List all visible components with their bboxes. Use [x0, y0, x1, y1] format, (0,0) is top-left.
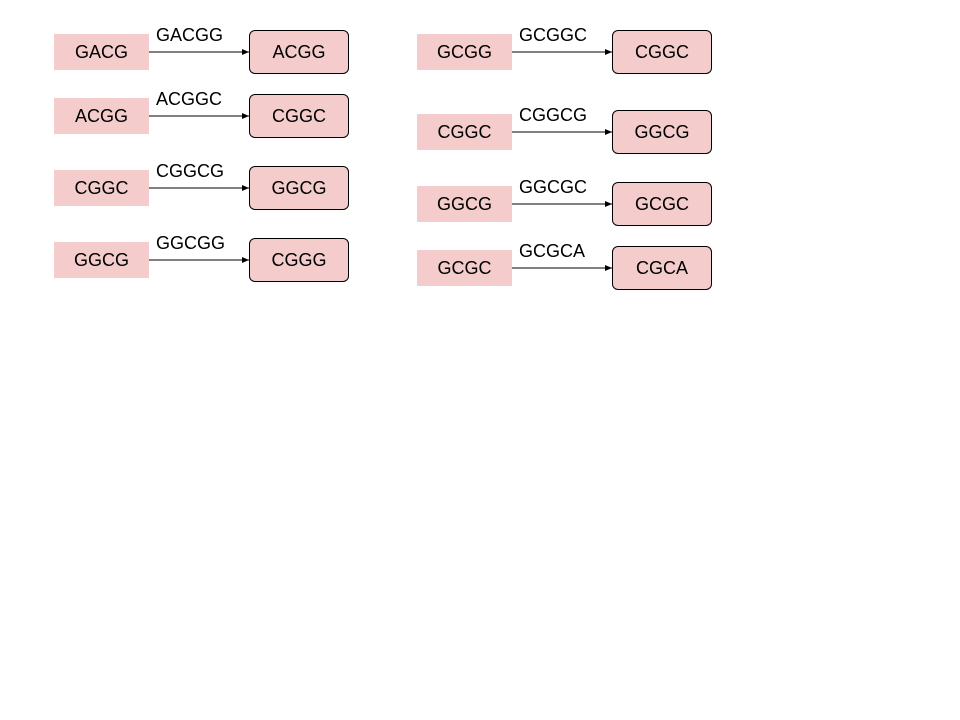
target-node: GGCG: [249, 166, 349, 210]
edge-label: CGGCG: [156, 161, 225, 181]
edge-label: GGCGC: [519, 177, 588, 197]
source-node: ACGG: [54, 98, 149, 134]
target-node: CGCA: [612, 246, 712, 290]
edge-label: CGGCG: [519, 105, 588, 125]
edge-label: ACGGC: [156, 89, 223, 109]
source-node: GGCG: [54, 242, 149, 278]
source-node: CGGC: [417, 114, 512, 150]
source-node: CGGC: [54, 170, 149, 206]
target-node: ACGG: [249, 30, 349, 74]
source-node: GGCG: [417, 186, 512, 222]
target-node: CGGG: [249, 238, 349, 282]
source-node: GCGG: [417, 34, 512, 70]
source-node: GACG: [54, 34, 149, 70]
target-node: GGCG: [612, 110, 712, 154]
edge-label: GGCGG: [156, 233, 226, 253]
source-node: GCGC: [417, 250, 512, 286]
edge-label: GCGCA: [519, 241, 586, 261]
edge-label: GCGGC: [519, 25, 588, 45]
target-node: CGGC: [612, 30, 712, 74]
edge-label: GACGG: [156, 25, 224, 45]
target-node: CGGC: [249, 94, 349, 138]
target-node: GCGC: [612, 182, 712, 226]
